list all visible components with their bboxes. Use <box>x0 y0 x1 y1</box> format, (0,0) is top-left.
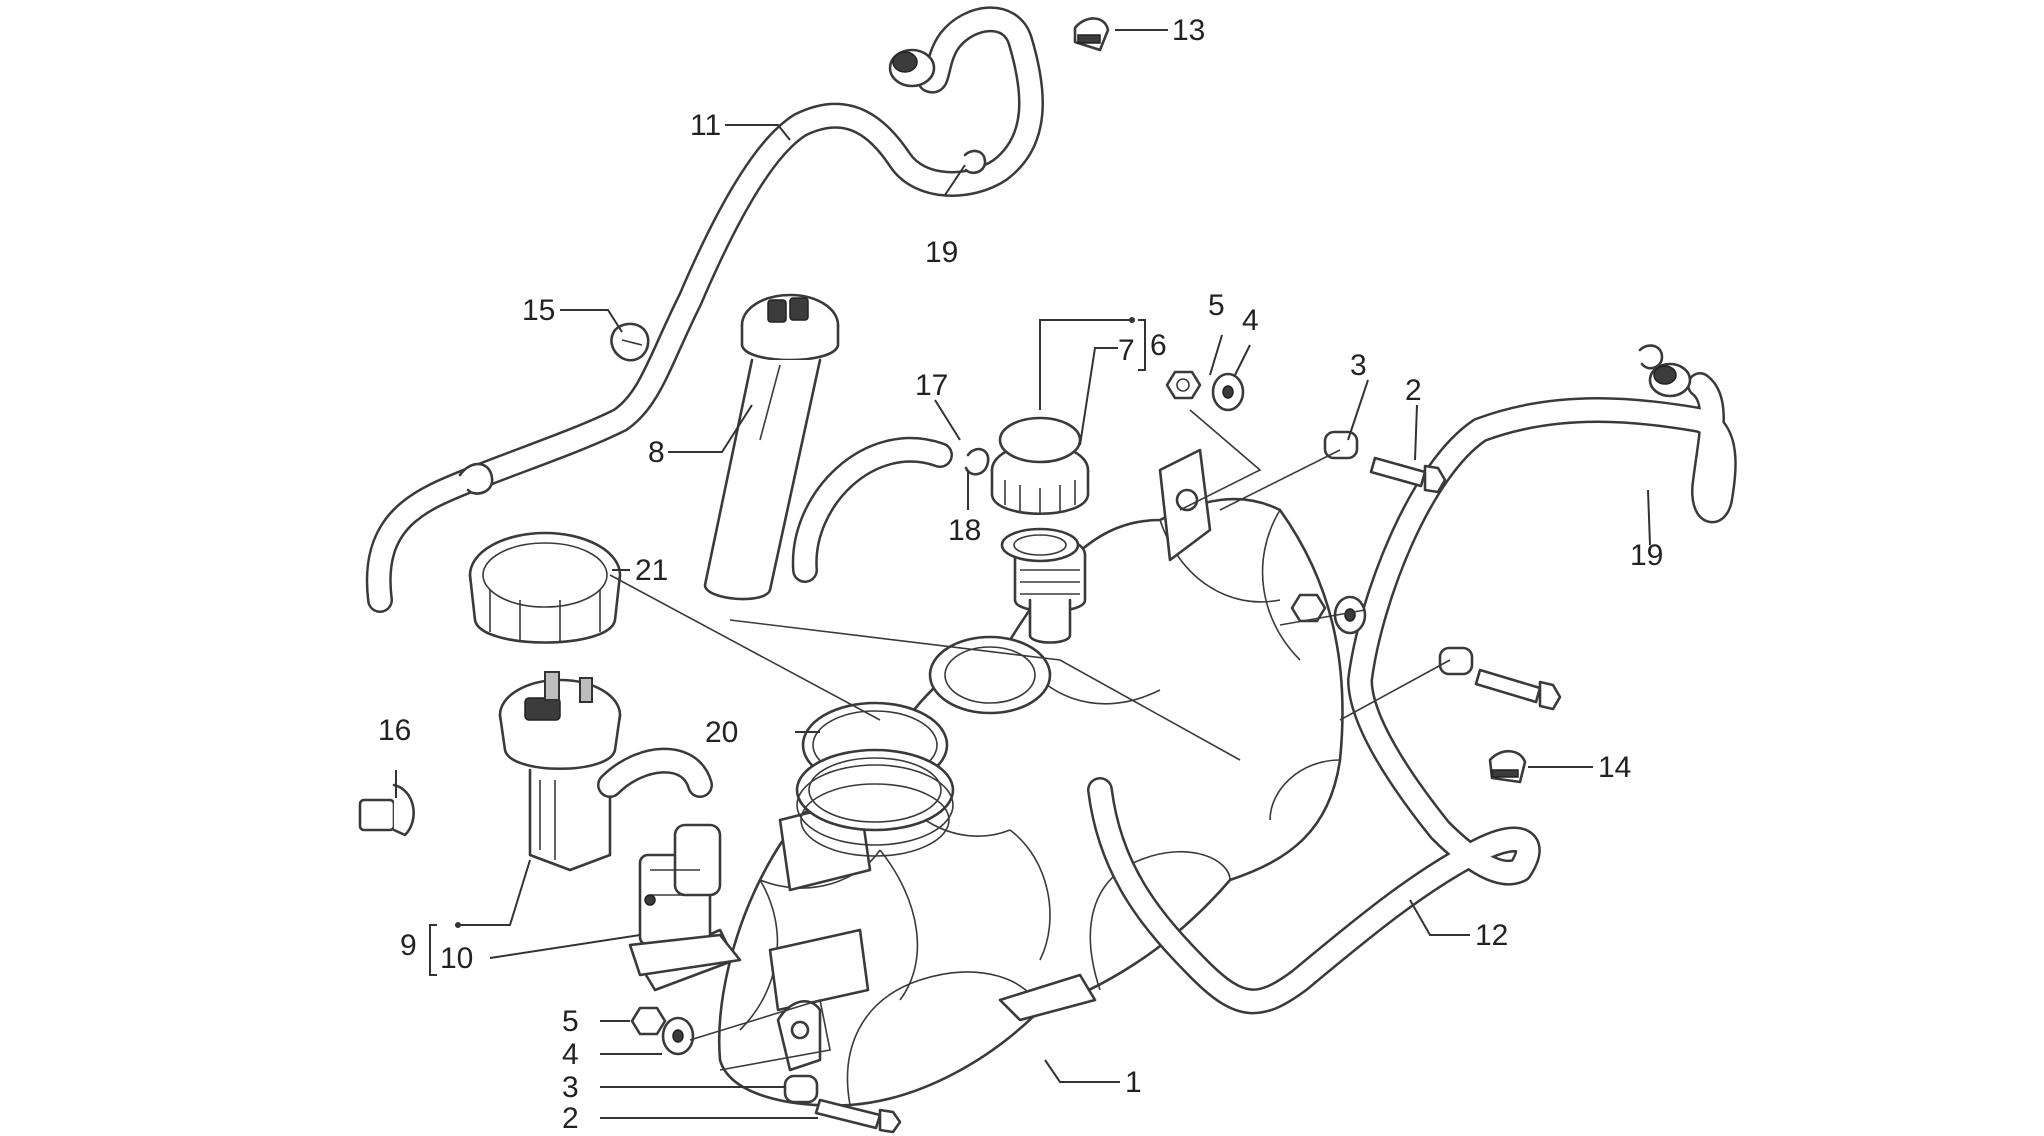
pump-gasket-ring <box>795 701 955 857</box>
callout-16: 16 <box>378 714 411 747</box>
clip-13 <box>1073 17 1110 52</box>
bolt-upper <box>1369 456 1447 494</box>
clip-16 <box>358 783 415 837</box>
spacer-lower <box>783 1074 819 1104</box>
callout-labels: 13 11 19 15 8 17 18 6 7 5 4 3 2 19 21 20… <box>378 14 1663 1135</box>
callout-17: 17 <box>915 369 948 402</box>
bolt-middle <box>1474 668 1562 711</box>
spacer-upper <box>1323 430 1359 460</box>
callout-19-right: 19 <box>1630 539 1663 572</box>
callout-5-bottom: 5 <box>562 1005 579 1038</box>
callout-18: 18 <box>948 514 981 547</box>
drain-hose-end-fitting <box>1648 362 1692 398</box>
bolt-lower <box>814 1098 902 1134</box>
callout-4-top: 4 <box>1242 304 1259 337</box>
fuel-filler-cap <box>990 416 1090 563</box>
callout-5-top: 5 <box>1208 289 1225 322</box>
clip-15 <box>610 322 650 362</box>
hose-clip <box>964 447 990 476</box>
callout-3-bottom: 3 <box>562 1071 579 1104</box>
callout-6: 6 <box>1150 329 1167 362</box>
callout-21: 21 <box>635 554 668 587</box>
spacer-middle <box>1438 646 1474 676</box>
callout-2-top: 2 <box>1405 374 1422 407</box>
washer-lower <box>661 1016 695 1056</box>
pump-lock-ring <box>468 531 622 644</box>
callout-9: 9 <box>400 929 417 962</box>
nut-upper <box>1165 370 1202 400</box>
callout-7: 7 <box>1118 334 1135 367</box>
breather-hose-end-fitting <box>888 48 936 88</box>
washer-upper <box>1211 372 1245 412</box>
callout-4-bottom: 4 <box>562 1038 579 1071</box>
clip-14 <box>1488 749 1527 784</box>
callout-2-bottom: 2 <box>562 1102 579 1135</box>
callout-11: 11 <box>690 109 721 142</box>
callout-20: 20 <box>705 716 738 749</box>
hose-clip-small <box>458 462 494 495</box>
hose-clamp-top <box>963 149 987 175</box>
nut-lower <box>630 1006 667 1036</box>
callout-14: 14 <box>1598 751 1631 784</box>
callout-15: 15 <box>522 294 555 327</box>
leader-lines <box>395 29 1651 1119</box>
breather-hose <box>365 6 1044 613</box>
callout-3-top: 3 <box>1350 349 1367 382</box>
hose-clamp-right <box>1638 344 1664 370</box>
fuel-pump-assembly <box>498 671 742 977</box>
tank-pump-opening <box>928 635 1052 715</box>
nut-middle <box>1290 593 1327 623</box>
callout-13: 13 <box>1172 14 1205 47</box>
callout-1: 1 <box>1125 1066 1142 1099</box>
fuel-level-sender <box>703 293 840 601</box>
callout-10: 10 <box>440 942 473 975</box>
callout-12: 12 <box>1475 919 1508 952</box>
callout-19-top: 19 <box>925 236 958 269</box>
fuel-tank <box>638 448 1344 1107</box>
callout-8: 8 <box>648 436 665 469</box>
